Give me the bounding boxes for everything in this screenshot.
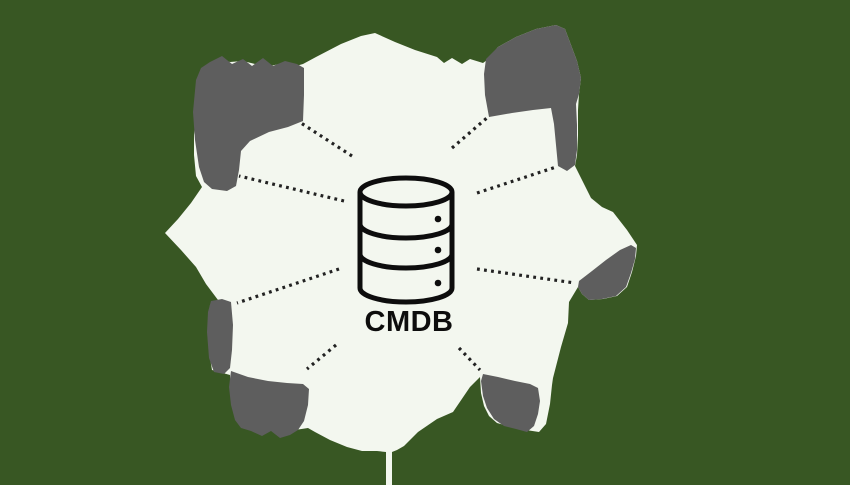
database-divider-lower [357,253,455,271]
connector-lower-right [457,346,482,372]
database-top [357,175,455,209]
placeholder-icons [193,25,636,438]
database-dot-1 [434,215,442,223]
placeholder-icon-w [207,299,233,374]
database-icon [357,175,455,305]
connector-lines [236,115,576,372]
database-body [357,192,455,305]
placeholder-icon-sw [229,371,309,438]
placeholder-icon-ne [484,25,581,171]
connector-upper-left [300,121,353,158]
placeholder-icon-nw [193,56,304,191]
database-dot-2 [434,246,442,254]
database-divider-upper [357,223,455,241]
connector-upper-right [450,115,490,150]
database-dot-3 [434,279,442,287]
placeholder-icon-se [481,374,540,432]
placeholder-icon-e [578,245,636,300]
cmdb-label: CMDB [365,306,454,338]
connector-right-lower [476,267,576,285]
